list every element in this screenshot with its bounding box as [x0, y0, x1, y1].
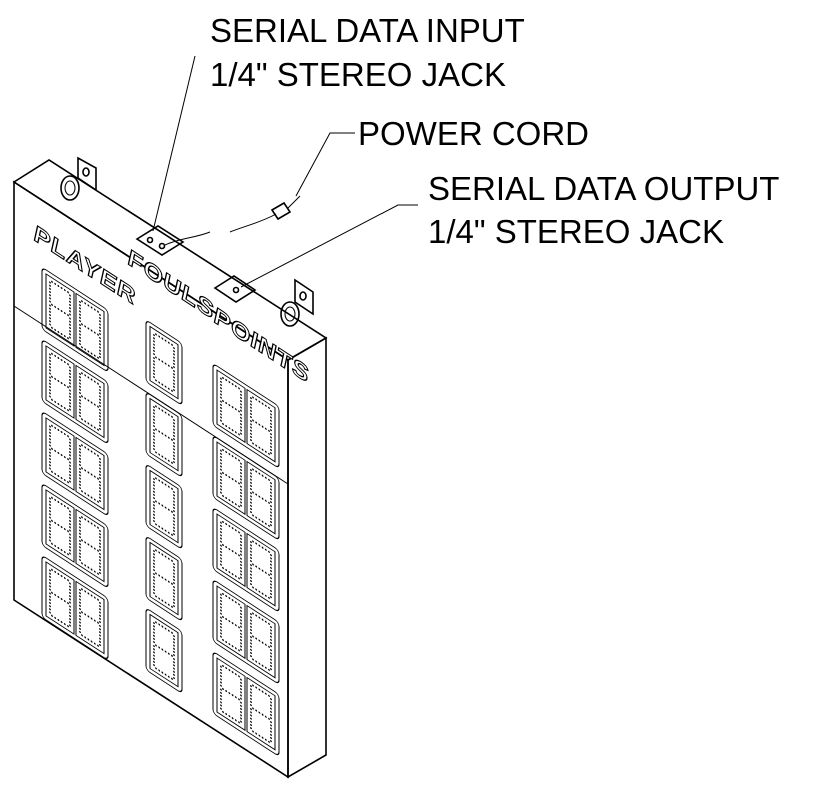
- cabinet-side-face: [287, 336, 327, 779]
- player-digits-row-3: [41, 412, 109, 515]
- player-digits-row-5: [41, 556, 109, 659]
- power-cord: [229, 195, 301, 233]
- serial-output-label-line1: SERIAL DATA OUTPUT: [428, 170, 779, 207]
- input-leader: [152, 55, 196, 232]
- scoreboard-cabinet: [12, 159, 328, 779]
- serial-input-jack-plate: [135, 225, 211, 256]
- fouls-digit-row-2: [145, 393, 183, 477]
- player-digits-row-4: [41, 484, 109, 587]
- mounting-bracket-right: [280, 278, 314, 327]
- fouls-digit-row-4: [145, 537, 183, 621]
- fouls-digit-row-1: [145, 321, 183, 405]
- fouls-digit-row-3: [145, 465, 183, 549]
- serial-output-jack-plate: [213, 275, 257, 303]
- callout-leaders: [152, 55, 418, 288]
- points-digits-row-5: [212, 652, 280, 756]
- points-digits-row-2: [212, 436, 280, 540]
- player-digits-row-1: [41, 268, 109, 371]
- serial-input-label-line1: SERIAL DATA INPUT: [210, 12, 525, 49]
- player-digits-row-2: [41, 340, 109, 443]
- serial-output-label-line2: 1/4" STEREO JACK: [428, 213, 724, 250]
- points-digits-row-3: [212, 508, 280, 612]
- points-digits-row-4: [212, 580, 280, 684]
- fouls-digit-row-5: [145, 609, 183, 693]
- serial-input-label-line2: 1/4" STEREO JACK: [210, 56, 506, 93]
- header-fouls: FOULS: [128, 242, 214, 325]
- digit-modules: [41, 268, 280, 756]
- output-leader: [240, 204, 418, 288]
- power-cord-label: POWER CORD: [358, 115, 589, 152]
- power-leader: [295, 132, 355, 197]
- mounting-bracket-left: [60, 156, 97, 201]
- points-digits-row-1: [212, 364, 280, 468]
- top-inner-edge: [21, 186, 282, 356]
